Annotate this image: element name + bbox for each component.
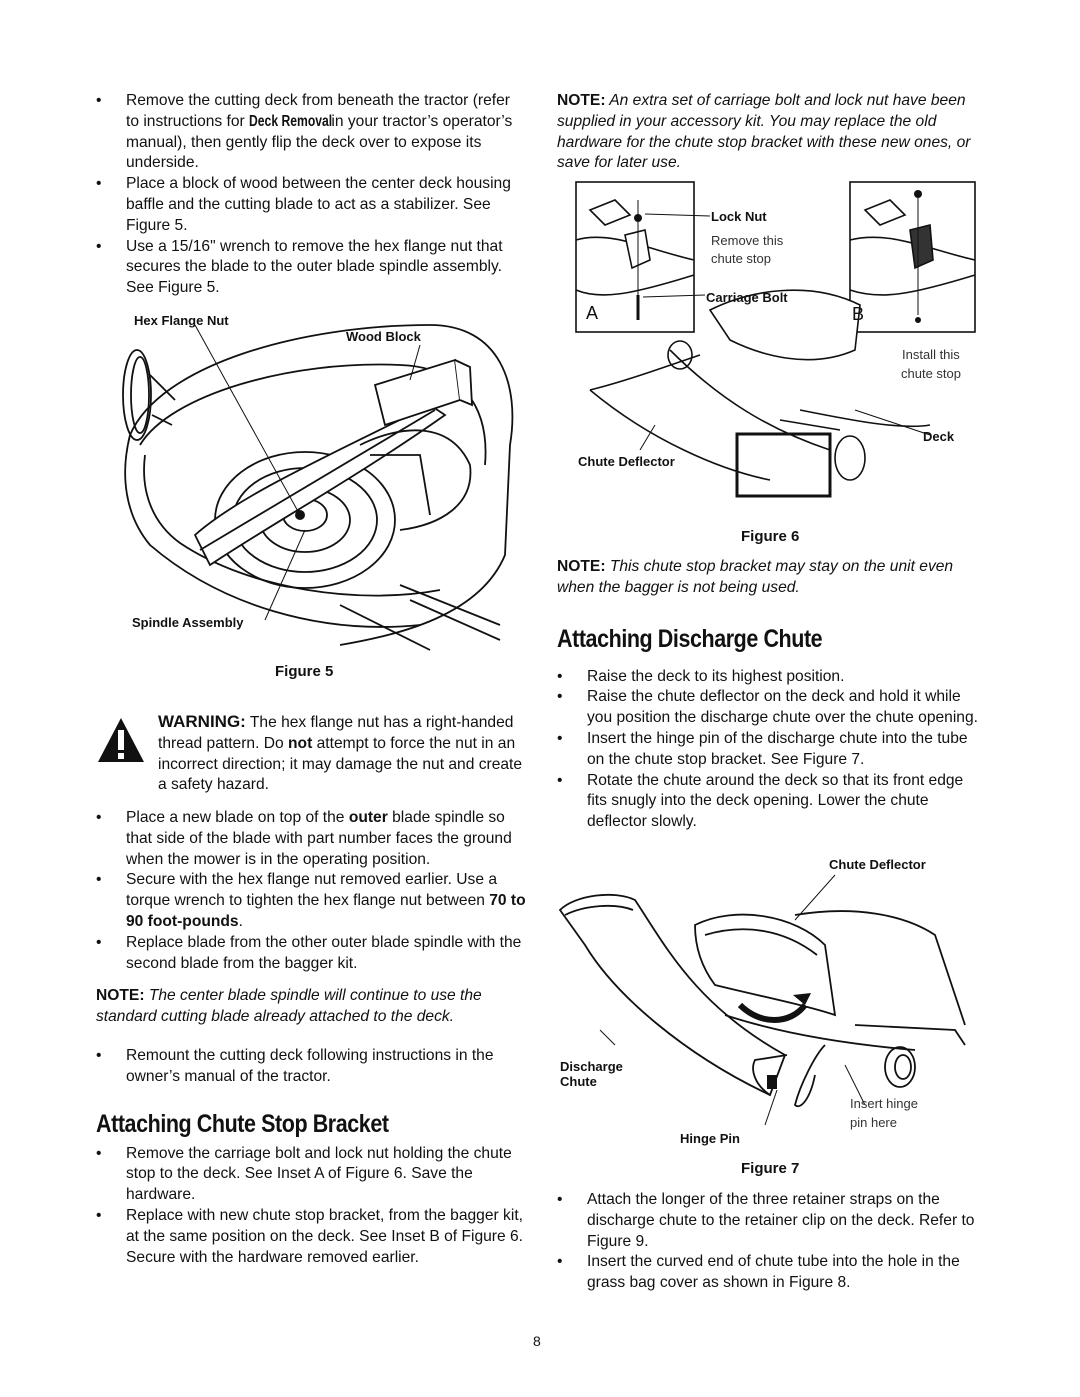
- left-column-mid: Place a new blade on top of the outer bl…: [96, 808, 526, 1268]
- bullet-list-top: Remove the cutting deck from beneath the…: [96, 91, 526, 299]
- bullet-list-discharge: Raise the deck to its highest position. …: [557, 667, 987, 833]
- list-item: Remove the cutting deck from beneath the…: [96, 91, 526, 174]
- text: .: [238, 912, 243, 930]
- text: The hex flange nut has a right-handed th…: [158, 714, 514, 752]
- label-remove-this: Remove this: [711, 233, 784, 248]
- note-text: This chute stop bracket may stay on the …: [557, 558, 954, 596]
- text: in your tractor’s operator’s manual), th…: [126, 112, 513, 172]
- label-hex-flange-nut: Hex Flange Nut: [134, 313, 229, 328]
- label-chute-stop-b: chute stop: [901, 366, 961, 381]
- text: Secure with the hex flange nut removed e…: [126, 871, 497, 910]
- note-center-blade: NOTE: The center blade spindle will cont…: [96, 986, 526, 1028]
- list-item: Secure with the hex flange nut removed e…: [96, 870, 526, 932]
- label-chute-deflector: Chute Deflector: [578, 454, 675, 469]
- right-column-mid: NOTE: This chute stop bracket may stay o…: [557, 557, 987, 833]
- label-carriage-bolt: Carriage Bolt: [706, 290, 788, 305]
- figure-5-illustration: [122, 324, 514, 651]
- list-item: Place a block of wood between the center…: [96, 174, 526, 236]
- bullet-list-bottom-right: Attach the longer of the three retainer …: [557, 1190, 987, 1294]
- figure-7: Chute Deflector Discharge Chute Insert h…: [555, 855, 985, 1155]
- label-chute-stop-a: chute stop: [711, 251, 771, 266]
- text: attempt to force the nut in an incorrect…: [158, 734, 523, 794]
- list-item: Rotate the chute around the deck so that…: [557, 771, 987, 833]
- text: blade spindle so that side of the blade …: [126, 809, 512, 868]
- list-item: Raise the chute deflector on the deck an…: [557, 687, 987, 729]
- label-pin-here: pin here: [850, 1115, 897, 1130]
- bullet-list-low: Remount the cutting deck following instr…: [96, 1046, 526, 1088]
- section-title-discharge-chute: Attaching Discharge Chute: [557, 624, 823, 653]
- note-chute-stop: NOTE: This chute stop bracket may stay o…: [557, 557, 987, 599]
- note-text: The center blade spindle will continue t…: [96, 987, 482, 1026]
- label-insert-hinge: Insert hinge: [850, 1096, 918, 1111]
- note-extra-hardware: NOTE: An extra set of carriage bolt and …: [557, 91, 987, 174]
- label-spindle-assembly: Spindle Assembly: [132, 615, 244, 630]
- figure-7-caption: Figure 7: [741, 1160, 800, 1177]
- list-item: Insert the curved end of chute tube into…: [557, 1252, 987, 1294]
- figure-6-illustration: [575, 181, 976, 498]
- warning-label: WARNING:: [158, 712, 246, 731]
- list-item: Remount the cutting deck following instr…: [96, 1046, 526, 1088]
- warning-triangle-icon: [98, 718, 144, 762]
- figure-6: Lock Nut Remove this chute stop Carriage…: [570, 180, 990, 510]
- text-bold: 70 to 90 foot-pounds: [126, 892, 526, 930]
- warning-block: WARNING: The hex flange nut has a right-…: [96, 712, 526, 796]
- note-label: NOTE:: [96, 987, 145, 1005]
- text-bold: outer: [348, 809, 388, 826]
- page-number: 8: [533, 1333, 541, 1349]
- note-label: NOTE:: [557, 558, 606, 575]
- list-item: Insert the hinge pin of the discharge ch…: [557, 729, 987, 771]
- bullet-list-mid: Place a new blade on top of the outer bl…: [96, 808, 526, 974]
- label-install-this: Install this: [902, 347, 960, 362]
- label-chute: Chute: [560, 1074, 597, 1089]
- label-lock-nut: Lock Nut: [711, 209, 767, 224]
- left-column: Remove the cutting deck from beneath the…: [96, 91, 526, 299]
- list-item: Place a new blade on top of the outer bl…: [96, 808, 526, 870]
- note-label: NOTE:: [557, 92, 606, 109]
- label-deck: Deck: [923, 429, 955, 444]
- list-item: Use a 15/16" wrench to remove the hex fl…: [96, 237, 526, 299]
- label-chute-deflector-7: Chute Deflector: [829, 857, 926, 872]
- inset-b-label: B: [852, 304, 865, 324]
- label-hinge-pin: Hinge Pin: [680, 1131, 740, 1146]
- label-wood-block: Wood Block: [346, 329, 421, 344]
- list-item: Remove the carriage bolt and lock nut ho…: [96, 1144, 526, 1206]
- list-item: Replace with new chute stop bracket, fro…: [96, 1206, 526, 1268]
- right-column-top: NOTE: An extra set of carriage bolt and …: [557, 91, 987, 174]
- note-text: An extra set of carriage bolt and lock n…: [557, 92, 971, 172]
- deck-removal-ref: Deck Removal: [249, 112, 333, 130]
- warning-text: WARNING: The hex flange nut has a right-…: [158, 712, 526, 796]
- list-item: Replace blade from the other outer blade…: [96, 933, 526, 975]
- inset-a-label: A: [586, 303, 599, 323]
- figure-6-caption: Figure 6: [741, 528, 800, 545]
- text: Place a new blade on top of the: [126, 809, 349, 826]
- label-discharge: Discharge: [560, 1059, 623, 1074]
- text: Remove the cutting deck from beneath the…: [126, 92, 510, 130]
- figure-5: Hex Flange Nut Wood Block Spindle Assemb…: [100, 305, 530, 655]
- text-bold: not: [288, 734, 313, 752]
- list-item: Raise the deck to its highest position.: [557, 667, 987, 688]
- figure-7-illustration: [558, 874, 966, 1126]
- list-item: Attach the longer of the three retainer …: [557, 1190, 987, 1252]
- bullet-list-bottom: Remove the carriage bolt and lock nut ho…: [96, 1144, 526, 1269]
- right-column-bottom: Attach the longer of the three retainer …: [557, 1190, 987, 1294]
- figure-5-caption: Figure 5: [275, 663, 334, 680]
- section-title-chute-stop: Attaching Chute Stop Bracket: [96, 1109, 389, 1138]
